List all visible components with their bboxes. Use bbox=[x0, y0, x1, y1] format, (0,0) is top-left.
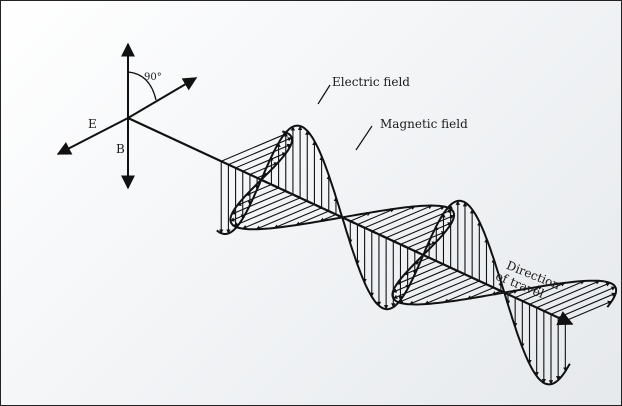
magnetic-field-vector bbox=[392, 267, 451, 293]
magnetic-field-vector bbox=[522, 282, 566, 302]
magnetic-field-vector bbox=[393, 214, 455, 242]
magnetic-field-vector bbox=[466, 287, 494, 300]
magnetic-field-vector bbox=[443, 283, 487, 303]
magnetic-field-vector bbox=[230, 194, 294, 222]
magnetic-field-vector bbox=[408, 277, 473, 305]
magnetic-field-vector bbox=[255, 203, 315, 230]
wave-fields bbox=[216, 124, 618, 386]
e-axis-arrow bbox=[56, 117, 129, 155]
magnetic-field-vector bbox=[233, 197, 301, 227]
magnetic-field-vector bbox=[403, 260, 437, 276]
magnetic-field-vector bbox=[364, 205, 416, 229]
magnetic-field-vector bbox=[424, 280, 480, 305]
magnetic-field-vector bbox=[557, 292, 617, 319]
magnetic-field-vector bbox=[514, 285, 543, 299]
magnetic-field-wave bbox=[229, 130, 618, 308]
magnetic-field-label: Magnetic field bbox=[380, 117, 468, 131]
b-axis-label: B bbox=[116, 142, 125, 156]
magnetic-field-vector bbox=[550, 286, 616, 315]
magnetic-field-vector bbox=[245, 184, 272, 196]
angle-label: 90° bbox=[144, 72, 162, 83]
magnetic-field-vector bbox=[385, 209, 453, 239]
magnetic-field-vector bbox=[242, 200, 308, 230]
magnetic-field-vector bbox=[543, 282, 611, 312]
electric-field-label: Electric field bbox=[332, 75, 410, 89]
magnetic-field-vector bbox=[529, 280, 585, 305]
electric-field-wave bbox=[216, 124, 571, 386]
magnetic-field-vector bbox=[249, 162, 279, 176]
magnetic-field-vector bbox=[221, 132, 288, 162]
e-axis-label: E bbox=[88, 117, 97, 131]
magnetic-field-vector bbox=[396, 263, 444, 285]
right-angle-arc bbox=[127, 71, 157, 101]
magnetic-field-vector bbox=[407, 231, 446, 249]
magnetic-field-vector bbox=[236, 187, 279, 206]
magnetic-field-vector bbox=[378, 206, 445, 235]
magnetic-field-vector bbox=[228, 137, 293, 166]
magnetic-field-vector bbox=[371, 205, 433, 232]
magnetic-field-vector bbox=[231, 190, 286, 215]
magnetic-field-vector bbox=[536, 280, 601, 309]
electric-field-leader bbox=[317, 84, 331, 105]
magnetic-field-vector bbox=[295, 210, 329, 226]
magnetic-field-vector bbox=[414, 241, 437, 252]
magnetic-field-vector bbox=[565, 300, 613, 322]
magnetic-field-leader bbox=[355, 125, 373, 151]
magnetic-field-vector bbox=[273, 207, 322, 229]
magnetic-field-vector bbox=[235, 143, 292, 169]
magnetic-field-vector bbox=[398, 273, 466, 303]
perpendicular-axis-arrow bbox=[127, 77, 198, 119]
magnetic-field-vector bbox=[357, 208, 395, 225]
axis-dashed-segment bbox=[260, 178, 424, 256]
